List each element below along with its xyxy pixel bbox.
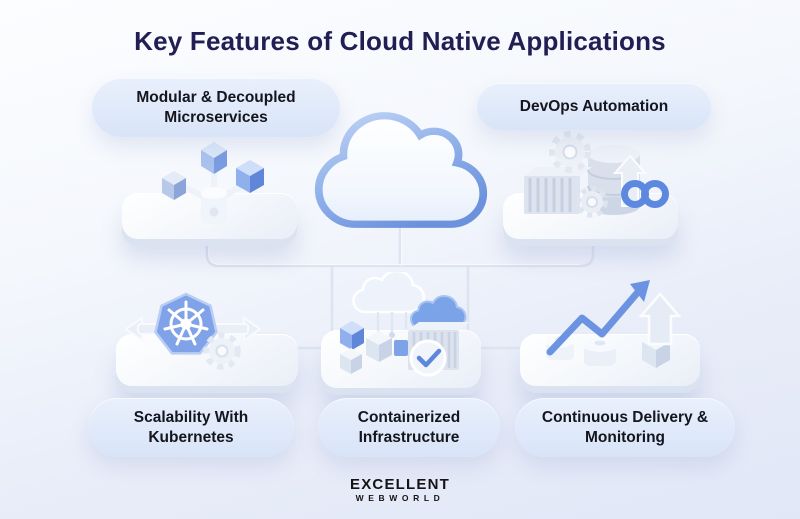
gear-icon	[203, 332, 241, 370]
feature-pill-delivery: Continuous Delivery & Monitoring	[515, 398, 735, 457]
check-badge-icon	[409, 339, 447, 377]
cloud-icon	[409, 294, 467, 329]
feature-pill-containerized: Containerized Infrastructure	[318, 398, 500, 457]
page-title: Key Features of Cloud Native Application…	[134, 26, 666, 56]
infinity-icon	[621, 180, 669, 208]
feature-label: Scalability With Kubernetes	[133, 408, 249, 446]
gear-icon	[549, 131, 591, 173]
microservices-cubes-icon	[158, 140, 270, 236]
feature-label: Modular & Decoupled Microservices	[136, 88, 296, 126]
feature-pill-microservices: Modular & Decoupled Microservices	[92, 78, 340, 137]
trend-arrow-icon	[546, 280, 650, 356]
brand-logo-line2: WEBWORLD	[355, 492, 445, 503]
feature-label: DevOps Automation	[519, 97, 669, 115]
feature-pill-kubernetes: Scalability With Kubernetes	[88, 398, 294, 457]
containerized-cloud-boxes-icon	[324, 272, 476, 380]
central-cloud-icon	[310, 108, 492, 232]
gear-icon	[576, 186, 608, 218]
brand-logo-line1: EXCELLENT	[350, 476, 450, 493]
growth-arrow-chart-icon	[538, 278, 688, 372]
feature-label: Containerized Infrastructure	[357, 408, 461, 446]
cloud-icon	[352, 272, 426, 314]
feature-pill-devops: DevOps Automation	[477, 83, 711, 130]
arrow-up-icon	[638, 292, 682, 346]
devops-gears-infinity-icon	[518, 130, 672, 232]
feature-label: Continuous Delivery & Monitoring	[541, 408, 709, 446]
kubernetes-helm-icon	[122, 285, 264, 377]
brand-logo: EXCELLENT WEBWORLD	[0, 477, 800, 505]
